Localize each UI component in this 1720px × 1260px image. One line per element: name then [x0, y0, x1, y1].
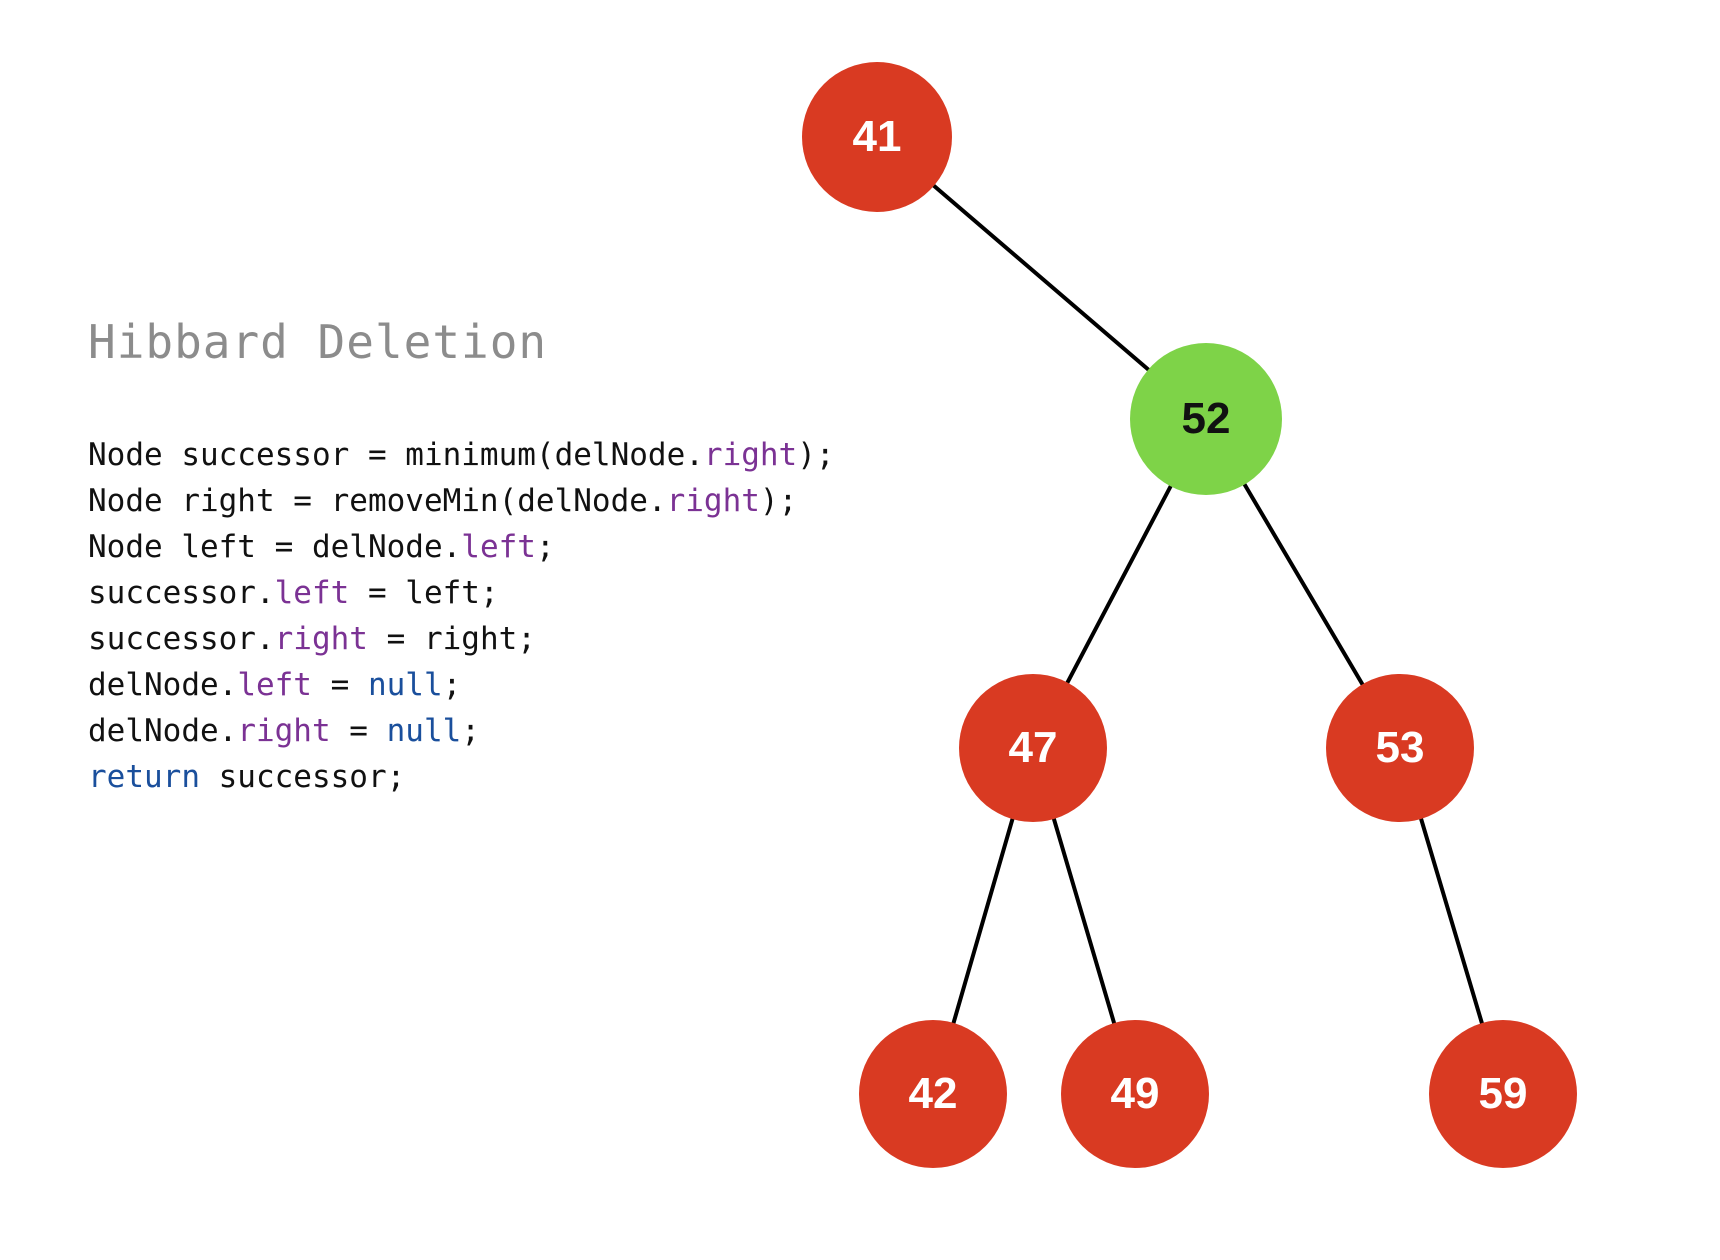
tree-edge-n47-n42	[950, 815, 1016, 1027]
tree-node-label: 49	[1110, 1069, 1160, 1118]
code-line: delNode.right = null;	[88, 708, 835, 754]
tree-edge-n41-n52	[930, 182, 1152, 373]
code-token-plain: delNode.	[88, 713, 238, 749]
code-token-prop: left	[461, 529, 536, 565]
code-token-prop: right	[274, 621, 368, 657]
tree-node-52[interactable]: 52	[1130, 343, 1282, 495]
tree-edge-n47-n49	[1051, 815, 1117, 1027]
code-token-plain: = right;	[367, 621, 536, 657]
tree-node-53[interactable]: 53	[1326, 674, 1474, 822]
code-token-plain: =	[330, 713, 387, 749]
code-token-plain: ;	[442, 667, 462, 703]
code-token-plain: );	[759, 483, 798, 519]
code-token-prop: left	[274, 575, 350, 611]
code-token-kw: null	[367, 667, 443, 703]
code-token-plain: delNode.	[88, 667, 238, 703]
code-token-kw: null	[386, 713, 462, 749]
tree-node-label: 47	[1008, 723, 1058, 772]
tree-node-label: 59	[1478, 1069, 1528, 1118]
code-line: Node right = removeMin(delNode.right);	[88, 478, 835, 524]
code-token-plain: Node successor = minimum(delNode.	[88, 437, 704, 473]
code-token-plain: =	[311, 667, 368, 703]
code-token-prop: right	[237, 713, 331, 749]
tree-edge-n52-n47	[1064, 482, 1174, 687]
tree-node-47[interactable]: 47	[959, 674, 1107, 822]
tree-node-label: 52	[1181, 394, 1231, 443]
tree-node-label: 53	[1375, 723, 1425, 772]
code-token-plain: Node right = removeMin(delNode.	[88, 483, 667, 519]
code-token-plain: successor.	[88, 575, 275, 611]
code-line: Node successor = minimum(delNode.right);	[88, 432, 835, 478]
code-token-plain: ;	[461, 713, 480, 749]
tree-edge-n52-n53	[1241, 480, 1366, 688]
code-token-plain: successor;	[199, 759, 406, 795]
tree-node-label: 42	[908, 1069, 958, 1118]
code-token-plain: successor.	[88, 621, 275, 657]
page-title: Hibbard Deletion	[88, 315, 548, 369]
tree-node-49[interactable]: 49	[1061, 1020, 1209, 1168]
code-token-prop: right	[666, 483, 760, 519]
tree-node-41[interactable]: 41	[802, 62, 952, 212]
tree-node-label: 41	[852, 112, 902, 161]
code-line: return successor;	[88, 754, 835, 800]
code-token-plain: = left;	[349, 575, 499, 611]
code-line: Node left = delNode.left;	[88, 524, 835, 570]
code-token-plain: );	[797, 437, 835, 473]
code-token-plain: ;	[535, 529, 555, 565]
code-line: delNode.left = null;	[88, 662, 835, 708]
code-block: Node successor = minimum(delNode.right);…	[88, 432, 835, 800]
code-token-plain: Node left = delNode.	[88, 529, 462, 565]
code-line: successor.right = right;	[88, 616, 835, 662]
code-token-kw: return	[88, 759, 200, 795]
tree-node-59[interactable]: 59	[1429, 1020, 1577, 1168]
tree-node-42[interactable]: 42	[859, 1020, 1007, 1168]
code-token-prop: left	[237, 667, 312, 703]
code-token-prop: right	[703, 437, 798, 473]
tree-edge-n53-n59	[1418, 815, 1485, 1027]
code-line: successor.left = left;	[88, 570, 835, 616]
